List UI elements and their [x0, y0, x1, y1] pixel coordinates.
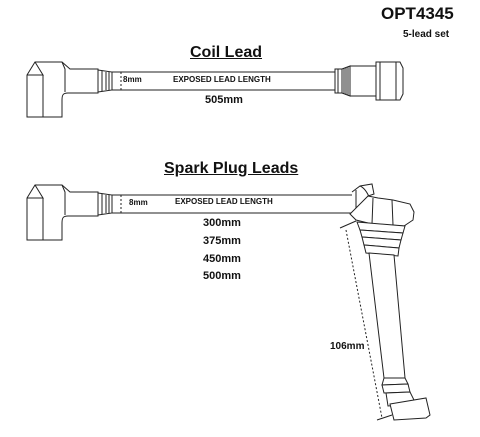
coil-lead-left-boot	[26, 61, 113, 118]
coil-lead-drawing	[26, 61, 404, 118]
spark-lead-wire	[112, 194, 352, 214]
set-note: 5-lead set	[403, 29, 450, 40]
spark-lead-length: 450mm	[203, 253, 241, 265]
spark-leads-title: Spark Plug Leads	[164, 160, 299, 177]
coil-lead-gap-label: 8mm	[123, 75, 142, 84]
spark-lead-length: 300mm	[203, 217, 241, 229]
spark-lead-drawing	[26, 183, 431, 421]
boot-length-label: 106mm	[330, 341, 365, 352]
coil-lead-exposed-label: EXPOSED LEAD LENGTH	[173, 75, 271, 84]
coil-lead-length: 505mm	[205, 94, 243, 106]
spark-lead-exposed-label: EXPOSED LEAD LENGTH	[175, 197, 273, 206]
spark-lead-length: 500mm	[203, 270, 241, 282]
boot-length-dimension-line	[339, 220, 393, 421]
coil-lead-wire	[112, 71, 335, 91]
spark-lead-length: 375mm	[203, 235, 241, 247]
spark-lead-gap-label: 8mm	[129, 198, 148, 207]
part-number: OPT4345	[381, 4, 454, 23]
spark-plug-boot-head	[349, 183, 415, 227]
coil-lead-title: Coil Lead	[190, 44, 263, 61]
coil-lead-right-connector	[334, 61, 404, 101]
spark-plug-boot-body	[356, 221, 431, 421]
spark-lead-left-boot	[26, 184, 113, 241]
